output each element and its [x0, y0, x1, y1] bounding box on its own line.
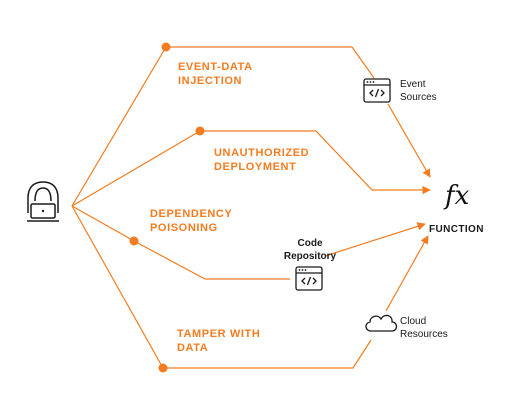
connector-lines — [71, 46, 431, 369]
cloud-resources-label: Cloud Resources — [400, 316, 448, 340]
arrow-cloud-to-function — [385, 235, 429, 312]
code-window-icon — [363, 78, 391, 103]
line-attacker-to-tamper — [71, 205, 164, 369]
arrow-repository-to-function — [324, 222, 426, 257]
path-tamper-to-cloud — [163, 339, 372, 369]
branch-dot-tamper — [158, 363, 168, 373]
line-attacker-to-injection — [71, 46, 167, 207]
code-window-icon — [295, 266, 323, 291]
attack-label-tamper-with-data: TAMPER WITH DATA — [177, 328, 261, 354]
branch-dot-dependency — [129, 236, 139, 246]
attack-label-dependency-poisoning: DEPENDENCY POISONING — [150, 208, 233, 234]
code-repository-label: Code Repository — [283, 238, 337, 262]
arrow-event-sources-to-function — [387, 103, 431, 178]
line-attacker-to-deployment — [71, 130, 201, 207]
function-label: FUNCTION — [429, 224, 484, 235]
cloud-icon — [365, 314, 398, 332]
branch-dot-injection — [161, 42, 171, 52]
path-injection-to-event-sources — [166, 46, 375, 79]
hooded-hacker-laptop-icon — [27, 181, 59, 222]
event-sources-label: Event Sources — [400, 79, 437, 103]
branch-dot-deployment — [195, 126, 205, 136]
attack-label-event-data-injection: EVENT-DATA INJECTION — [178, 61, 253, 87]
attack-label-unauthorized-deployment: UNAUTHORIZED DEPLOYMENT — [214, 147, 310, 173]
function-fx-icon: fx — [445, 181, 470, 211]
line-attacker-to-dependency — [71, 205, 135, 242]
path-dependency-to-repository — [133, 240, 290, 280]
arrow-deployment-to-function — [200, 130, 431, 195]
